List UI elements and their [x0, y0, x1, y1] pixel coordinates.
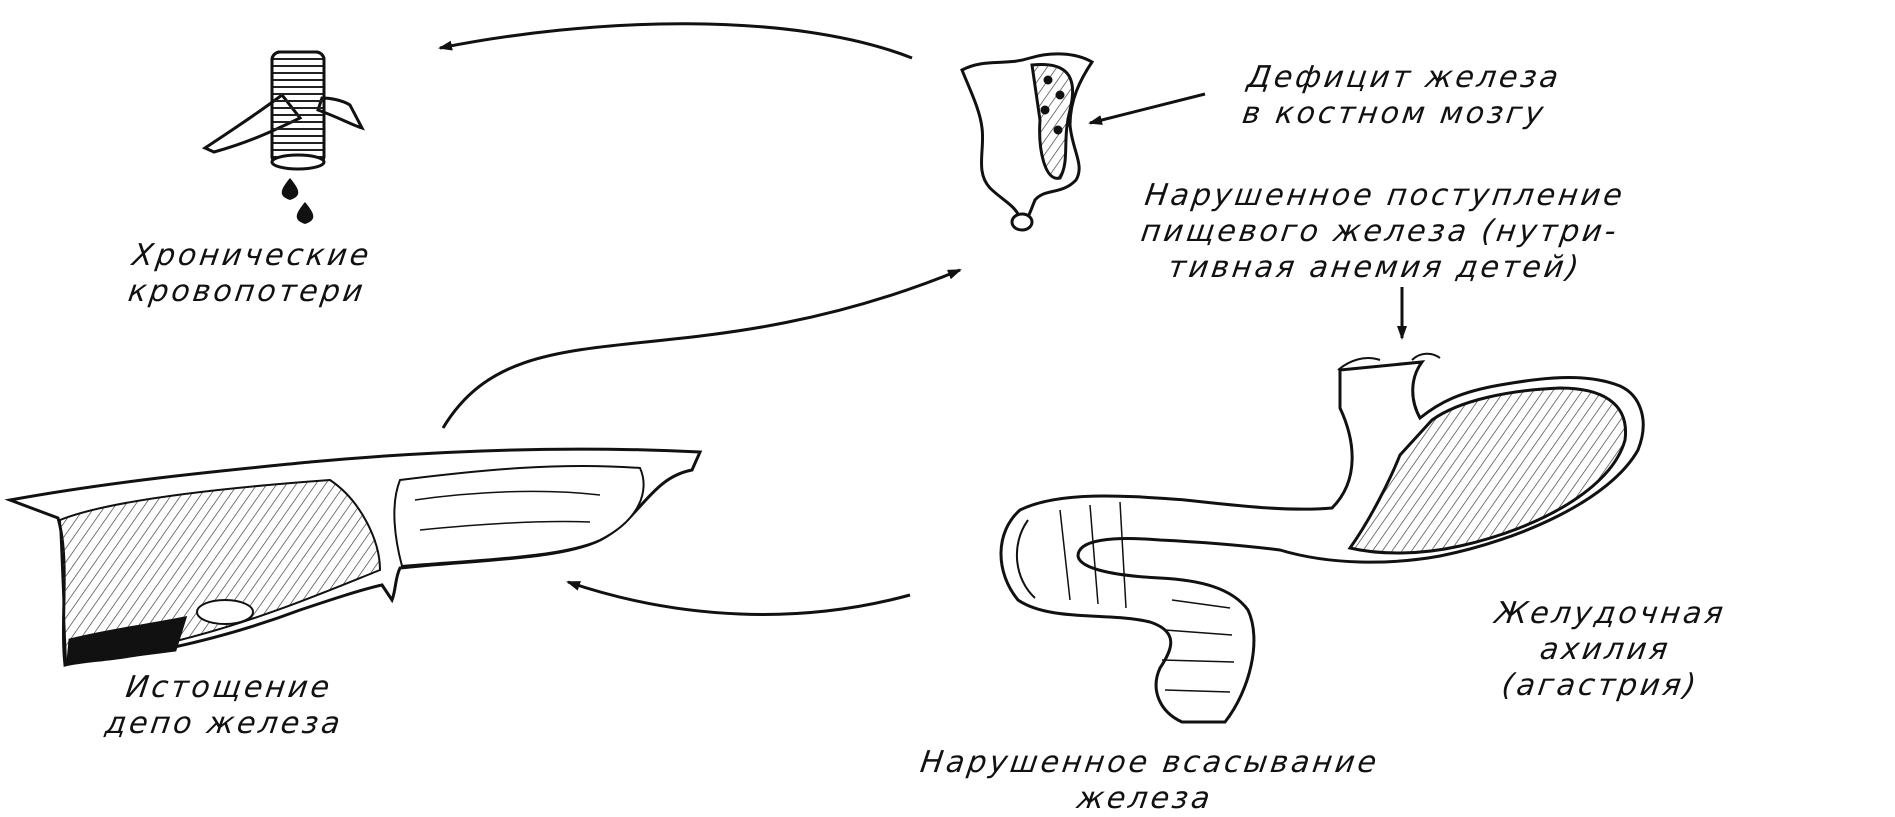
label-impaired-absorption: Нарушенное всасывание железа [913, 745, 1382, 817]
label-line: кровопотери [125, 274, 369, 310]
blood-drops [282, 178, 314, 224]
label-line: Истощение [108, 670, 350, 706]
label-line: Хронические [130, 238, 374, 274]
label-depot-depletion: Истощение депо железа [103, 670, 350, 742]
label-line: Желудочная [1493, 596, 1729, 632]
label-line: пищевого железа (нутри- [1137, 214, 1622, 250]
label-line: (агастрия) [1482, 668, 1718, 704]
arrow-label-to-marrow [1090, 94, 1205, 123]
label-line: в костном мозгу [1240, 96, 1558, 132]
label-chronic-blood-loss: Хронические кровопотери [125, 238, 374, 310]
label-line: тивная анемия детей) [1132, 250, 1617, 286]
label-line: Дефицит железа [1245, 60, 1563, 96]
label-line: железа [913, 781, 1377, 817]
label-gastric-achylia: Желудочная ахилия (агастрия) [1482, 596, 1728, 704]
bleeding-vessel-illustration [205, 52, 362, 169]
label-line: ахилия [1487, 632, 1723, 668]
label-line: Нарушенное всасывание [918, 745, 1382, 781]
bone-marrow-illustration [962, 54, 1092, 230]
arrow-depot-to-marrow [443, 270, 960, 428]
label-marrow-iron-deficit: Дефицит железа в костном мозгу [1240, 60, 1564, 132]
arrow-stomach-to-depot [568, 582, 910, 614]
arrow-marrow-to-bloodloss [440, 24, 912, 58]
label-line: депо железа [103, 706, 345, 742]
label-line: Нарушенное поступление [1143, 178, 1628, 214]
liver-illustration [10, 449, 700, 665]
label-impaired-intake: Нарушенное поступление пищевого железа (… [1132, 178, 1627, 286]
